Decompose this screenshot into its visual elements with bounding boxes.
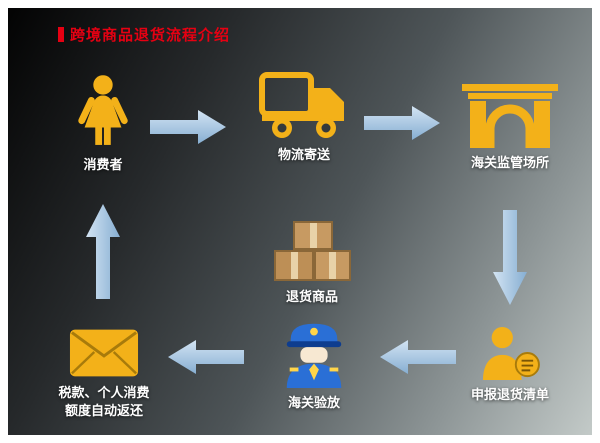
declare-person-badge-icon [479,326,541,380]
arrow-declare-list-to-customs-release [380,340,456,379]
customs-officer-icon [279,316,349,388]
delivery-truck-icon [258,70,350,140]
node-returned-goods: 退货商品 [260,220,364,306]
node-logistics-label: 物流寄送 [277,147,330,162]
diagram-title: 跨境商品退货流程介绍 [70,27,231,44]
node-tax-refund-label-line2: 额度自动返还 [64,402,143,418]
node-returned-goods-label: 退货商品 [285,289,338,304]
node-customs-site: 海关监管场所 [446,84,574,172]
cardboard-boxes-icon [270,220,354,282]
node-declare-list-label: 申报退货清单 [470,387,549,402]
node-customs-release-label: 海关验放 [287,395,340,410]
customs-building-icon [460,84,560,148]
flowchart-canvas: 跨境商品退货流程介绍 消费者 [8,8,592,435]
arrow-customs-release-to-tax-refund [168,340,244,379]
node-consumer: 消费者 [53,74,153,174]
node-customs-release: 海关验放 [260,316,368,412]
diagram-title-row: 跨境商品退货流程介绍 [58,24,230,45]
envelope-icon [69,328,139,378]
node-declare-list: 申报退货清单 [446,326,574,404]
node-customs-site-label: 海关监管场所 [470,155,549,170]
node-tax-refund: 税款、个人消费 额度自动返还 [34,328,174,419]
node-tax-refund-label-line1: 税款、个人消费 [58,385,150,400]
arrow-tax-refund-to-consumer [86,204,120,304]
arrow-consumer-to-logistics [150,110,226,149]
title-accent-bar [58,27,64,42]
node-tax-refund-label: 税款、个人消费 额度自动返还 [58,384,149,419]
node-logistics: 物流寄送 [248,70,360,164]
arrow-customs-site-to-declare-list [493,210,527,310]
consumer-woman-icon [72,74,134,150]
node-consumer-label: 消费者 [83,157,123,172]
arrow-logistics-to-customs-site [364,106,440,145]
